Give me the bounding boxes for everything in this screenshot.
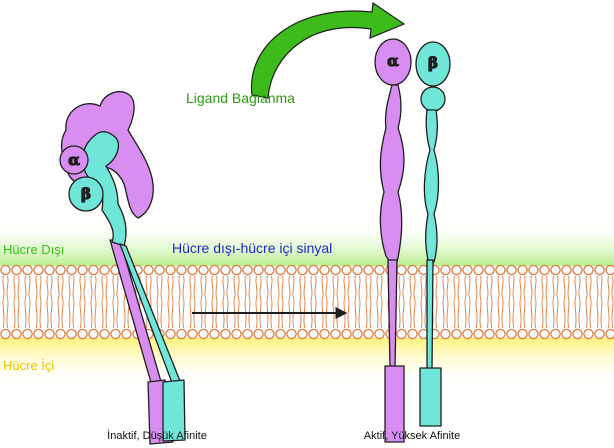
active-alpha-symbol: α	[387, 52, 399, 70]
active-beta-symbol: β	[428, 54, 438, 72]
inactive-state-caption: İnaktif, Düşük Afinite	[107, 430, 207, 442]
extracellular-label: Hücre Dışı	[3, 242, 64, 257]
active-state-caption: Aktif, Yüksek Afinite	[364, 430, 460, 442]
signaling-label: Hücre dışı-hücre içi sinyal	[172, 240, 332, 256]
intracellular-label: Hücre İçi	[3, 358, 54, 373]
intracellular-band	[0, 338, 614, 386]
ligand-binding-label: Ligand Bağlanma	[186, 90, 295, 106]
inactive-beta-symbol: β	[81, 185, 91, 203]
inactive-alpha-symbol: α	[68, 151, 80, 169]
lipid-bilayer	[0, 264, 614, 340]
